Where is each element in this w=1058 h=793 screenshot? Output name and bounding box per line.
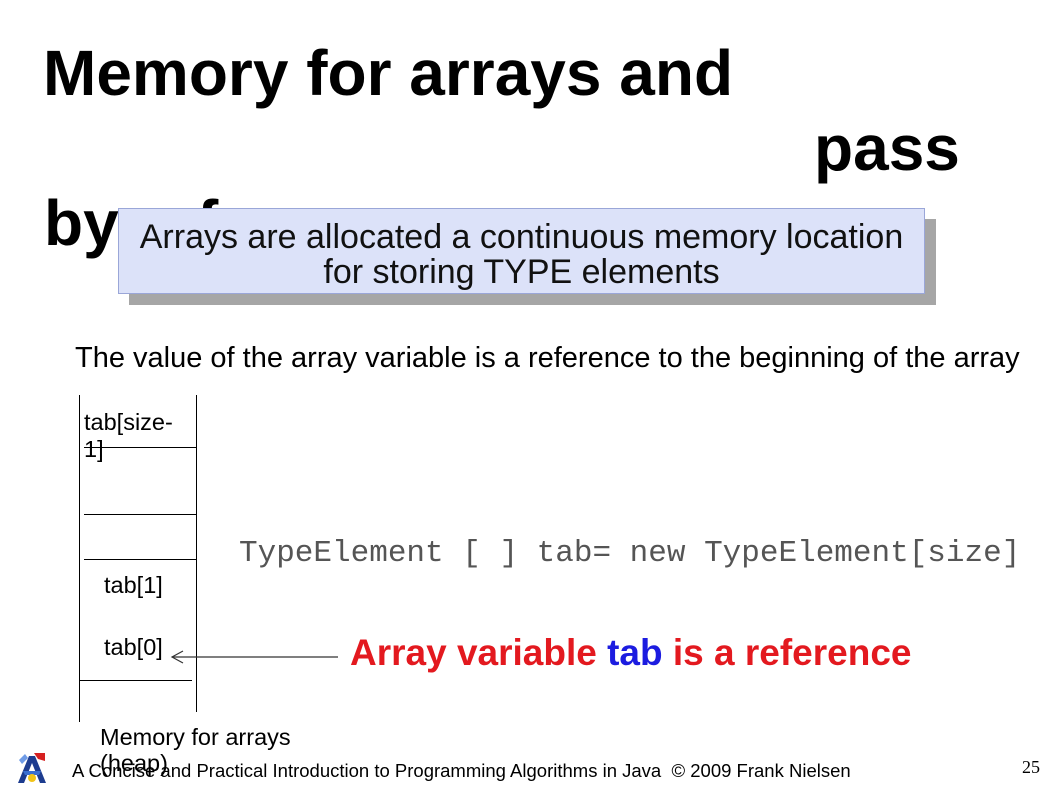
reference-note: Array variable tab is a reference [350, 634, 912, 671]
reference-note-before: Array variable [350, 632, 597, 673]
callout-box: Arrays are allocated a continuous memory… [118, 208, 925, 294]
callout-line-1: Arrays are allocated a continuous memory… [139, 218, 904, 256]
arrow-left-icon [170, 650, 338, 664]
reference-note-variable: tab [607, 632, 663, 673]
memory-caption: Memory for arrays (heap) [100, 724, 291, 776]
memory-right-border [196, 395, 197, 712]
slide-title-line-2: pass [814, 112, 960, 184]
memory-cell-divider [79, 680, 192, 681]
memory-caption-line: (heap) [100, 750, 168, 776]
memory-left-border [79, 395, 80, 722]
callout-line-2: for storing TYPE elements [323, 253, 720, 291]
memory-caption-line: Memory for arrays [100, 724, 291, 750]
memory-cell-label-line: 1] [84, 436, 104, 462]
footer-text: A Concise and Practical Introduction to … [72, 760, 851, 781]
description-text: The value of the array variable is a ref… [75, 342, 1020, 374]
slide-title-line-1: Memory for arrays and [43, 37, 734, 109]
code-snippet: TypeElement [ ] tab= new TypeElement[siz… [239, 536, 1021, 571]
memory-cell-divider [84, 447, 196, 448]
institution-logo-icon [18, 753, 46, 783]
reference-note-after: is a reference [672, 632, 912, 673]
memory-cell-divider [84, 514, 196, 515]
memory-cell-label-last: tab[size- 1] [84, 409, 173, 463]
memory-cell-label-tab0: tab[0] [104, 634, 163, 660]
memory-cell-divider [84, 559, 196, 560]
memory-cell-label-tab1: tab[1] [104, 572, 163, 598]
page-number: 25 [1022, 757, 1040, 777]
memory-cell-label-line: tab[size- [84, 409, 173, 435]
